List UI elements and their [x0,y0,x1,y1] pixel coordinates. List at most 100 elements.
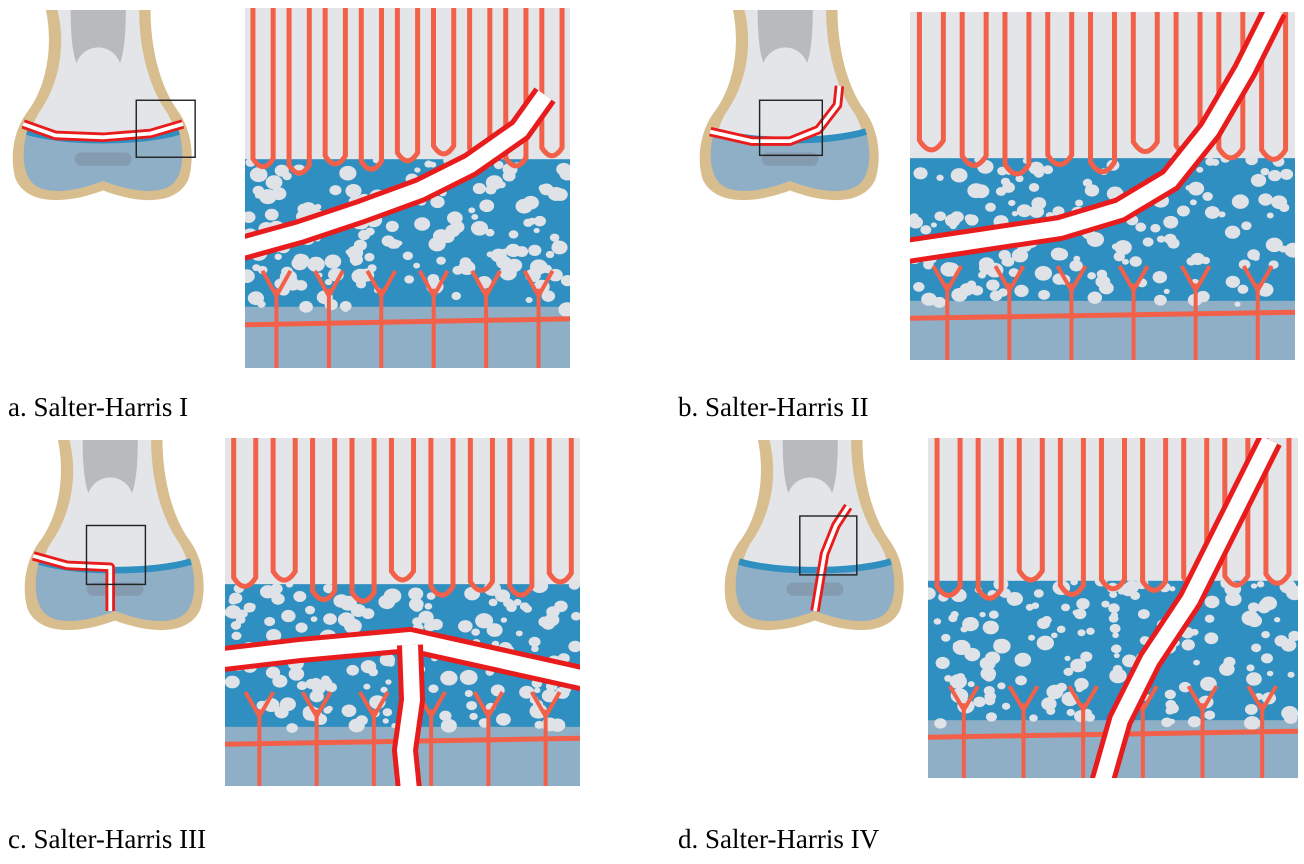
chondrocyte [921,587,935,599]
chondrocyte [292,256,308,270]
chondrocyte [1061,604,1070,612]
chondrocyte [1057,626,1066,633]
chondrocyte [984,686,995,695]
chondrocyte [1164,234,1176,245]
chondrocyte [934,618,942,624]
chondrocyte [1017,204,1032,217]
chondrocyte [1143,237,1154,246]
chondrocyte [440,671,457,686]
chondrocyte [1031,602,1039,609]
chondrocyte [1111,612,1118,618]
chondrocyte [1258,193,1272,205]
chondrocyte [1261,653,1273,663]
chondrocyte [1279,246,1287,253]
chondrocyte [1163,216,1178,229]
chondrocyte [936,657,950,669]
chondrocyte [558,302,576,317]
chondrocyte [1257,581,1264,587]
chondrocyte [325,682,337,692]
chondrocyte [225,605,241,619]
chondrocyte [362,608,375,619]
chondrocyte [1109,591,1117,598]
chondrocyte [985,696,996,705]
chondrocyte [948,614,957,622]
chondrocyte [1029,714,1038,721]
chondrocyte [528,245,541,256]
chondrocyte [1035,266,1052,281]
chondrocyte [364,253,374,262]
chondrocyte [568,641,581,652]
chondrocyte [310,690,324,702]
chondrocyte [960,626,967,632]
chondrocyte [1192,257,1200,264]
inset-fracture-gap [405,645,412,800]
chondrocyte [1166,703,1179,714]
chondrocyte [1088,292,1102,304]
chondrocyte [229,593,242,604]
chondrocyte [550,719,566,732]
chondrocyte [497,181,505,188]
chondrocyte [1064,656,1070,661]
chondrocyte [1073,256,1080,262]
chondrocyte [989,611,999,619]
chondrocyte [534,228,540,233]
chondrocyte [556,163,571,176]
chondrocyte [354,240,367,251]
chondrocyte [1190,199,1197,205]
ossification-center [75,153,132,166]
chondrocyte [305,606,315,615]
chondrocyte [1112,632,1119,638]
inset-a [235,3,576,368]
chondrocyte [297,681,307,690]
chondrocyte [973,697,985,708]
chondrocyte [1251,583,1257,588]
chondrocyte [266,175,283,189]
chondrocyte [1280,169,1293,180]
chondrocyte [1037,618,1050,629]
chondrocyte [936,175,943,181]
chondrocyte [386,221,399,232]
chondrocyte [1238,285,1249,294]
chondrocyte [471,628,480,635]
chondrocyte [1251,644,1261,653]
chondrocyte [1075,200,1083,207]
chondrocyte [1015,653,1032,667]
chondrocyte [299,301,313,313]
chondrocyte [1225,226,1240,239]
chondrocyte [966,215,979,226]
chondrocyte [1188,716,1201,727]
chondrocyte [346,249,352,254]
chondrocyte [1110,624,1121,633]
chondrocyte [1226,276,1240,288]
chondrocyte [296,623,308,633]
chondrocyte [424,603,432,610]
chondrocyte [1247,614,1262,627]
chondrocyte [1196,167,1203,173]
chondrocyte [500,266,517,281]
chondrocyte [1099,282,1114,295]
chondrocyte [1046,685,1063,699]
chondrocyte [293,591,306,602]
chondrocyte [1157,236,1165,243]
chondrocyte [543,621,552,628]
chondrocyte [931,222,937,227]
chondrocyte [996,187,1006,196]
chondrocyte [1205,596,1220,609]
chondrocyte [282,172,292,180]
chondrocyte [248,603,255,609]
mini-bone-b [700,10,879,200]
chondrocyte [993,639,1010,654]
chondrocyte [345,166,351,171]
chondrocyte [1260,596,1277,610]
chondrocyte [414,167,420,172]
chondrocyte [268,632,278,641]
chondrocyte [403,251,413,260]
chondrocyte [998,288,1008,296]
chondrocyte [1109,668,1126,683]
chondrocyte [1112,244,1119,250]
chondrocyte [249,296,258,303]
chondrocyte [1245,704,1258,715]
chondrocyte [1286,582,1295,589]
chondrocyte [1138,609,1150,619]
